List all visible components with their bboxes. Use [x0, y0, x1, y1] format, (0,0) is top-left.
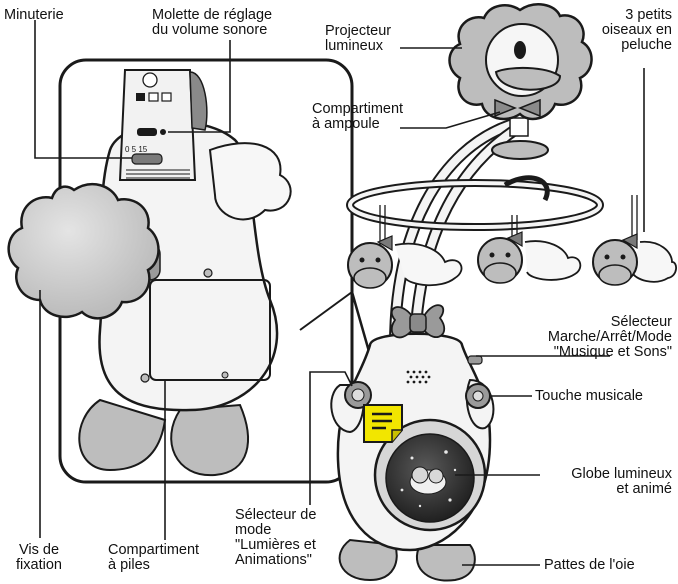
mobile-arm: [346, 117, 638, 351]
label-light-mode-selector-line1: Sélecteur de: [235, 507, 317, 523]
label-battery-compartment: Compartiment à piles: [108, 543, 199, 573]
label-bulb-compartment-line2: à ampoule: [312, 116, 380, 132]
label-plush-birds-line3: peluche: [621, 37, 672, 53]
label-light-globe: Globe lumineux et animé: [532, 467, 672, 497]
main-unit: [330, 304, 495, 582]
fixing-screw-knob: [7, 182, 160, 320]
notice-sticker-icon: [363, 404, 403, 443]
label-music-mode-selector-line1: Sélecteur: [610, 314, 672, 330]
label-volume-dial-line2: du volume sonore: [152, 22, 268, 38]
label-volume-dial: Molette de réglage du volume sonore: [152, 8, 302, 38]
label-music-mode-selector-line3: "Musique et Sons": [553, 344, 672, 360]
light-projector: [448, 3, 593, 121]
label-projector-line1: Projecteur: [325, 23, 392, 39]
label-light-globe-line2: et animé: [616, 481, 672, 497]
label-goose-feet: Pattes de l'oie: [544, 558, 635, 573]
label-volume-dial-line1: Molette de réglage: [152, 7, 273, 23]
label-music-mode-selector: Sélecteur Marche/Arrêt/Mode "Musique et …: [512, 315, 672, 360]
label-plush-birds-line1: 3 petits: [625, 7, 672, 23]
label-light-mode-selector-line4: Animations": [235, 552, 312, 568]
label-plush-birds-line2: oiseaux en: [601, 22, 672, 38]
label-light-mode-selector-line3: "Lumières et: [235, 537, 316, 553]
label-fixing-screw-line1: Vis de: [18, 542, 60, 558]
label-light-mode-selector-line2: mode: [235, 522, 272, 538]
label-music-button-text: Touche musicale: [535, 388, 643, 404]
label-light-mode-selector: Sélecteur de mode "Lumières et Animation…: [235, 508, 316, 568]
label-bulb-compartment-line1: Compartiment: [312, 101, 404, 117]
plush-bird-3: [592, 233, 677, 286]
label-light-globe-line1: Globe lumineux: [571, 466, 672, 482]
label-timer: Minuterie: [4, 8, 64, 23]
leader-lines: [34, 20, 645, 566]
back-view-inset: 0 5 15: [58, 58, 372, 484]
label-timer-text: Minuterie: [4, 7, 64, 23]
label-music-button: Touche musicale: [535, 389, 643, 404]
label-bulb-compartment: Compartiment à ampoule: [312, 102, 403, 132]
label-goose-feet-text: Pattes de l'oie: [544, 557, 635, 573]
label-fixing-screw: Vis de fixation: [4, 543, 74, 573]
plush-bird-2: [477, 231, 582, 284]
plush-bird-1: [347, 235, 463, 289]
label-battery-compartment-line2: à piles: [108, 557, 150, 573]
label-music-mode-selector-line2: Marche/Arrêt/Mode: [547, 329, 672, 345]
label-battery-compartment-line1: Compartiment: [108, 542, 200, 558]
svg-text:0 5 15: 0 5 15: [125, 145, 148, 154]
label-plush-birds: 3 petits oiseaux en peluche: [572, 8, 672, 53]
label-projector: Projecteur lumineux: [325, 24, 391, 54]
label-fixing-screw-line2: fixation: [16, 557, 62, 573]
label-projector-line2: lumineux: [325, 38, 384, 54]
